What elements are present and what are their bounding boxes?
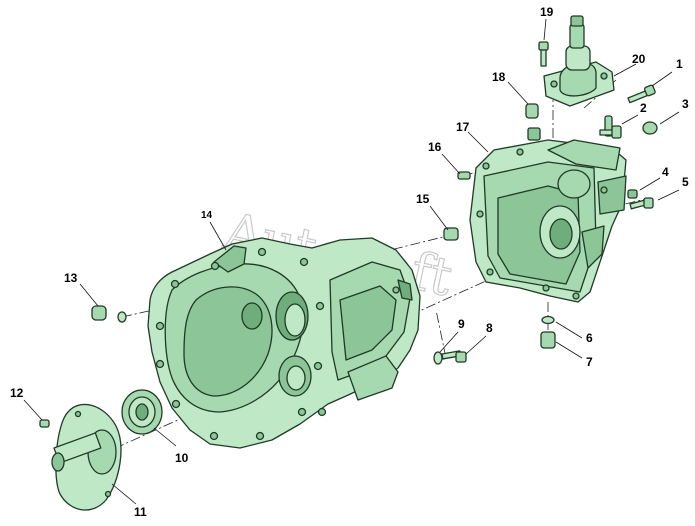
plug-3	[642, 121, 658, 135]
callout-18: 18	[492, 70, 506, 84]
callout-9: 9	[458, 317, 465, 331]
callout-8: 8	[486, 321, 493, 335]
callout-4: 4	[662, 165, 669, 179]
callout-20: 20	[632, 52, 646, 66]
bolt-8	[441, 350, 467, 363]
clutch-housing	[147, 237, 421, 449]
bearing-cover-11	[51, 403, 122, 511]
callout-labels: 1 2 3 4 5 6 7 8 9 10 11 12 13 14 15 16 1…	[10, 5, 689, 519]
oil-seal-10	[121, 389, 163, 435]
callout-12: 12	[10, 386, 24, 400]
bolt-1	[627, 84, 656, 104]
plug-13	[91, 305, 127, 323]
housing-bolt-holes	[155, 247, 400, 441]
callout-2: 2	[640, 101, 647, 115]
leader-lines	[23, 18, 680, 505]
callout-1: 1	[676, 57, 683, 71]
plug-18	[525, 103, 539, 119]
callout-13: 13	[64, 271, 78, 285]
callout-5: 5	[682, 175, 689, 189]
rear-housing	[469, 139, 627, 303]
callout-7: 7	[586, 355, 593, 369]
callout-14: 14	[201, 210, 213, 221]
callout-11: 11	[134, 505, 147, 519]
drain-plug-7	[540, 331, 556, 349]
rear-housing-bolt-holes	[476, 148, 608, 300]
washer-9	[433, 351, 443, 365]
callout-19: 19	[540, 5, 554, 19]
nut-4	[627, 189, 638, 199]
callout-17: 17	[456, 120, 470, 134]
cap-top-17	[527, 127, 541, 141]
bolt-2	[599, 125, 622, 139]
callout-6: 6	[586, 331, 593, 345]
bolt-19	[538, 41, 549, 67]
callout-3: 3	[682, 97, 689, 111]
stud-16	[457, 171, 471, 180]
plug-15	[443, 227, 459, 241]
o-ring-6	[541, 315, 555, 325]
callout-10: 10	[175, 451, 189, 465]
bolt-5	[629, 197, 654, 210]
bolt-12	[39, 419, 50, 428]
callout-15: 15	[416, 192, 430, 206]
callout-16: 16	[428, 140, 442, 154]
shift-mechanism	[543, 15, 615, 107]
